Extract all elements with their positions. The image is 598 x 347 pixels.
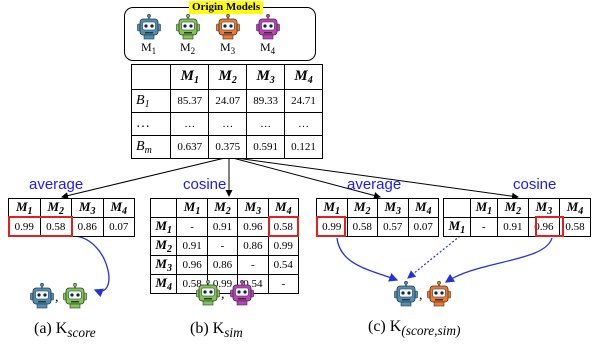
panel-b-header: M2	[206, 198, 239, 218]
main-table-cell: …	[284, 112, 323, 136]
origin-models-title: Origin Models	[189, 1, 264, 14]
panel-a-header: M2	[39, 198, 72, 218]
robot-icon-m1	[30, 282, 54, 309]
main-table-header: M4	[284, 64, 323, 90]
panel-b-cell: -	[176, 217, 208, 237]
panel-c-caption: (c) K(score,sim)	[368, 318, 461, 339]
panel-c-top1-highlight	[316, 216, 346, 237]
panel-b-cell: 0.54	[267, 255, 300, 275]
main-table-header: M1	[170, 64, 210, 90]
main-table-cell: …	[170, 112, 210, 136]
panel-c-cos-header: M1	[469, 198, 498, 218]
panel-c-cos-header: M3	[527, 198, 560, 218]
panel-b-cell: -	[206, 236, 239, 256]
main-table-cell: 24.07	[208, 89, 248, 113]
main-table-cell: 24.71	[284, 89, 323, 113]
panel-b-cell: 0.99	[267, 236, 300, 256]
panel-b-cosine-label: cosine	[183, 176, 227, 193]
panel-a-caption: (a) Kscore	[34, 320, 96, 341]
panel-b-cell: 0.91	[206, 217, 239, 237]
panel-a-header: M3	[71, 198, 104, 218]
separator-comma: ,	[55, 290, 59, 305]
panel-b-caption: (b) Ksim	[190, 320, 243, 341]
panel-c-avg-cell: 0.58	[346, 217, 378, 237]
robot-icon-m3	[427, 280, 451, 307]
main-table-cell: 0.637	[170, 135, 210, 159]
panel-c-avg-header: M2	[346, 198, 378, 218]
main-table-cell: 0.121	[284, 135, 323, 159]
panel-c-avg-header: M4	[407, 198, 439, 218]
main-table-row-label: …	[130, 112, 172, 136]
panel-a-cell: 0.07	[102, 217, 135, 237]
panel-b-cell: -	[267, 274, 300, 294]
panel-b-header: M1	[176, 198, 208, 218]
separator-comma: ,	[419, 288, 423, 303]
panel-c-average-label: average	[347, 176, 402, 193]
robot-icon-m4	[230, 279, 254, 306]
panel-b-cell: 0.86	[206, 255, 239, 275]
robot-icon-m2	[176, 13, 200, 40]
panel-b-header	[149, 198, 178, 218]
separator-comma: ,	[221, 287, 225, 302]
main-table-header	[130, 64, 172, 90]
main-table-cell: 0.375	[208, 135, 248, 159]
panel-a-cell: 0.86	[71, 217, 104, 237]
robot-icon-m3	[216, 13, 240, 40]
panel-c-cos-cell: -	[469, 217, 498, 237]
panel-b-cell: 0.96	[176, 255, 208, 275]
robot-icon-m2	[196, 279, 220, 306]
panel-c-avg-header: M1	[316, 198, 348, 218]
panel-c-avg-cell: 0.57	[377, 217, 409, 237]
panel-c-cos-header: M4	[558, 198, 592, 218]
panel-b-row-label: M2	[149, 236, 178, 256]
origin-model-label: M1	[141, 40, 157, 56]
panel-c-cos-cell: 0.58	[558, 217, 592, 237]
main-table-row-label: Bm	[130, 135, 172, 159]
main-table-row-label: B1	[130, 89, 172, 113]
panel-b-row-label: M3	[149, 255, 178, 275]
robot-icon-m1	[394, 280, 418, 307]
robot-icon-m4	[256, 13, 280, 40]
panel-b-header: M3	[237, 198, 269, 218]
panel-a-top2-highlight	[8, 216, 73, 237]
panel-a-average-label: average	[29, 176, 84, 193]
main-table-cell: 89.33	[246, 89, 286, 113]
panel-b-cell: 0.91	[176, 236, 208, 256]
robot-icon-m1	[137, 13, 161, 40]
panel-c-cos-header: M2	[496, 198, 529, 218]
panel-b-cell: 0.96	[237, 217, 269, 237]
panel-c-cos-header	[443, 198, 471, 218]
origin-model-label: M3	[220, 40, 236, 56]
panel-c-selected-similarity-highlight	[535, 216, 564, 237]
panel-b-cell: 0.86	[237, 236, 269, 256]
main-table-header: M2	[208, 64, 248, 90]
origin-model-label: M4	[260, 40, 276, 56]
panel-b-cell: -	[237, 255, 269, 275]
panel-b-row-label: M1	[149, 217, 178, 237]
panel-c-avg-cell: 0.07	[407, 217, 439, 237]
panel-c-cos-cell: 0.91	[496, 217, 529, 237]
main-table-cell: 85.37	[170, 89, 210, 113]
origin-model-label: M2	[180, 40, 196, 56]
panel-c-avg-header: M3	[377, 198, 409, 218]
main-table-cell: 0.591	[246, 135, 286, 159]
panel-b-min-similarity-highlight	[268, 216, 299, 237]
main-table-cell: …	[246, 112, 286, 136]
panel-b-row-label: M4	[149, 274, 178, 294]
panel-a-header: M1	[8, 198, 41, 218]
panel-c-cosine-label: cosine	[513, 176, 557, 193]
main-table-cell: …	[208, 112, 248, 136]
panel-b-header: M4	[267, 198, 300, 218]
main-table-header: M3	[246, 64, 286, 90]
robot-icon-m2	[63, 282, 87, 309]
panel-c-cos-row-label: M1	[443, 217, 471, 237]
panel-a-header: M4	[102, 198, 135, 218]
